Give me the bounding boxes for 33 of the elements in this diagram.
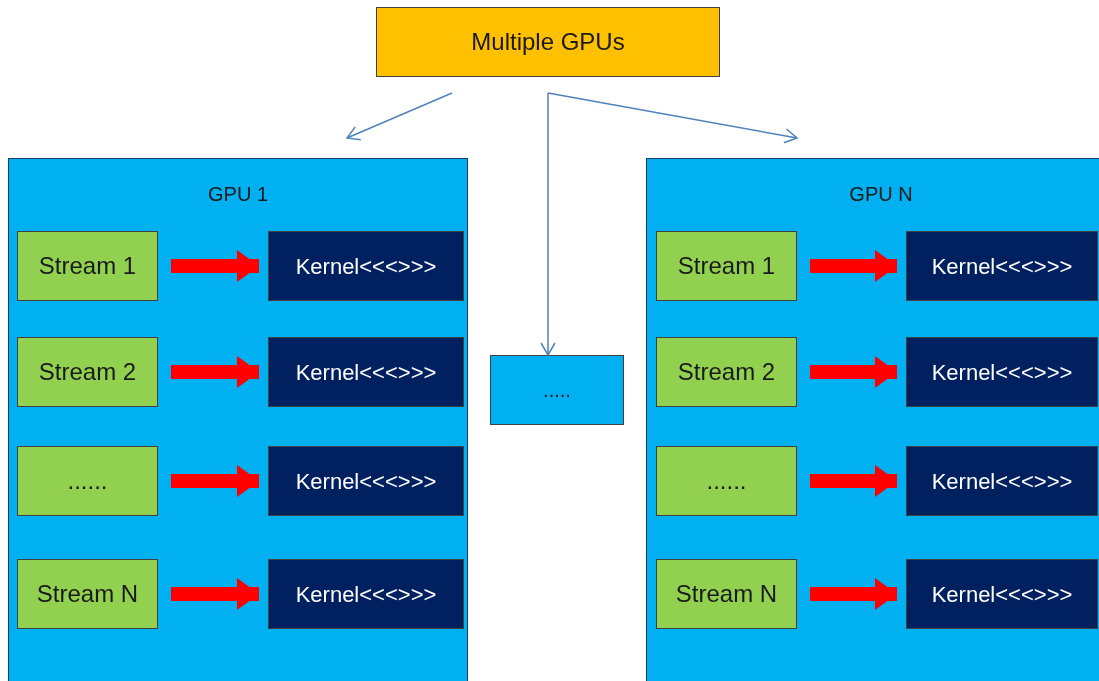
stream-box: ...... <box>17 446 158 516</box>
stream-box: Stream 1 <box>17 231 158 301</box>
stream-box: ...... <box>656 446 797 516</box>
kernel-box: Kernel<<<>>> <box>268 337 464 407</box>
arrow <box>346 92 453 141</box>
ellipsis-box: ..... <box>490 355 624 425</box>
arrow <box>540 92 556 356</box>
arrow <box>810 356 897 388</box>
arrow <box>810 465 897 497</box>
kernel-box: Kernel<<<>>> <box>906 559 1098 629</box>
header-box: Multiple GPUs <box>376 7 720 77</box>
gpu-panel <box>8 158 468 681</box>
panel-title: GPU N <box>848 182 914 207</box>
stream-box: Stream N <box>656 559 797 629</box>
arrow <box>810 250 897 282</box>
arrow <box>171 356 259 388</box>
kernel-box: Kernel<<<>>> <box>268 559 464 629</box>
kernel-box: Kernel<<<>>> <box>268 446 464 516</box>
stream-box: Stream 1 <box>656 231 797 301</box>
gpu-panel <box>646 158 1099 681</box>
arrow <box>171 465 259 497</box>
arrow <box>810 578 897 610</box>
kernel-box: Kernel<<<>>> <box>906 337 1098 407</box>
arrow <box>171 250 259 282</box>
stream-box: Stream 2 <box>656 337 797 407</box>
kernel-box: Kernel<<<>>> <box>268 231 464 301</box>
stream-box: Stream N <box>17 559 158 629</box>
kernel-box: Kernel<<<>>> <box>906 446 1098 516</box>
arrow <box>547 92 798 144</box>
stream-box: Stream 2 <box>17 337 158 407</box>
kernel-box: Kernel<<<>>> <box>906 231 1098 301</box>
arrow <box>171 578 259 610</box>
panel-title: GPU 1 <box>207 182 269 207</box>
